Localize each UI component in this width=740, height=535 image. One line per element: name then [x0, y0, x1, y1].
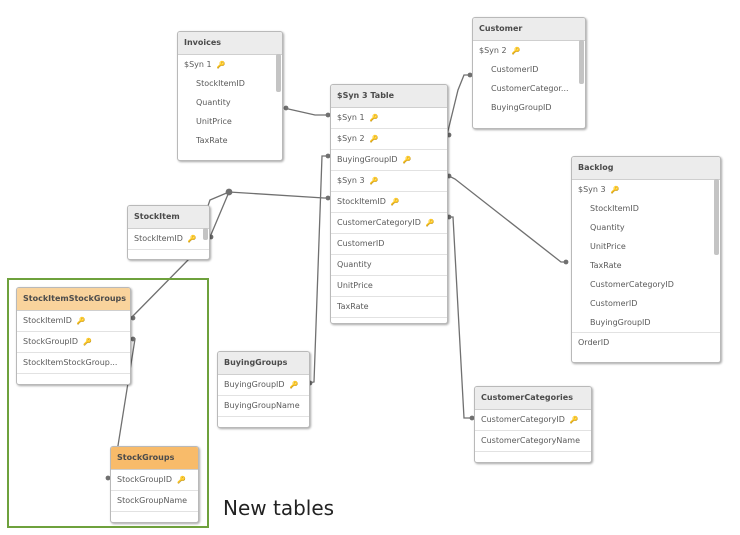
key-icon: 🔑	[390, 198, 400, 206]
field-row[interactable]: CustomerID	[331, 234, 447, 255]
field-row[interactable]: Quantity	[590, 223, 625, 232]
table-stockgroups[interactable]: StockGroups StockGroupID🔑 StockGroupName	[110, 446, 199, 523]
key-icon: 🔑	[76, 317, 86, 325]
scrollbar[interactable]	[203, 228, 208, 240]
new-tables-caption: New tables	[223, 496, 335, 520]
table-title: Invoices	[178, 32, 282, 55]
field-row[interactable]: TaxRate	[196, 136, 228, 145]
scrollbar[interactable]	[276, 54, 281, 92]
key-icon: 🔑	[569, 416, 579, 424]
key-icon: 🔑	[216, 61, 226, 69]
field-row[interactable]: OrderID	[578, 338, 610, 347]
field-row[interactable]: StockItemID🔑	[331, 192, 447, 213]
field-row[interactable]: StockItemID🔑	[128, 229, 209, 250]
field-row[interactable]: TaxRate	[590, 261, 622, 270]
table-title: StockItem	[128, 206, 209, 229]
table-title: StockItemStockGroups	[17, 288, 130, 311]
link-syn3-buyinggroups	[307, 155, 330, 384]
table-stockitem[interactable]: StockItem StockItemID🔑	[127, 205, 210, 260]
field-row[interactable]: $Syn 3🔑	[572, 180, 720, 199]
table-title: StockGroups	[111, 447, 198, 470]
field-row[interactable]: CustomerCategor...	[491, 84, 569, 93]
field-row[interactable]: $Syn 1🔑	[331, 108, 447, 129]
field-row[interactable]: BuyingGroupID🔑	[218, 375, 309, 396]
key-icon: 🔑	[369, 177, 379, 185]
link-invoices-syn3	[283, 107, 330, 116]
field-row[interactable]: StockItemStockGroup...	[17, 353, 130, 374]
field-row[interactable]: Quantity	[196, 98, 231, 107]
field-row[interactable]: StockItemID🔑	[17, 311, 130, 332]
key-icon: 🔑	[177, 476, 186, 484]
field-row[interactable]: $Syn 3🔑	[331, 171, 447, 192]
key-icon: 🔑	[369, 135, 379, 143]
table-syn3[interactable]: $Syn 3 Table $Syn 1🔑 $Syn 2🔑 BuyingGroup…	[330, 84, 448, 324]
key-icon: 🔑	[425, 219, 435, 227]
field-row[interactable]: CustomerID	[491, 65, 539, 74]
field-row[interactable]: BuyingGroupID	[572, 313, 720, 333]
field-row[interactable]: UnitPrice	[590, 242, 626, 251]
link-stockitem-hub	[209, 191, 230, 238]
table-stockitemstockgroups[interactable]: StockItemStockGroups StockItemID🔑 StockG…	[16, 287, 131, 385]
table-title: BuyingGroups	[218, 352, 309, 375]
field-row[interactable]: BuyingGroupName	[218, 396, 309, 417]
field-row[interactable]: BuyingGroupID	[491, 103, 552, 112]
field-row[interactable]: CustomerCategoryID	[590, 280, 674, 289]
key-icon: 🔑	[369, 114, 379, 122]
table-title: CustomerCategories	[475, 387, 591, 410]
field-row[interactable]: $Syn 2🔑	[331, 129, 447, 150]
link-syn3-customercategories	[447, 216, 474, 419]
table-customer[interactable]: Customer $Syn 2🔑 CustomerID CustomerCate…	[472, 17, 586, 129]
field-row[interactable]: $Syn 2🔑	[473, 41, 585, 60]
field-row[interactable]: CustomerCategoryID🔑	[475, 410, 591, 431]
key-icon: 🔑	[289, 381, 299, 389]
field-row[interactable]: CustomerCategoryID🔑	[331, 213, 447, 234]
table-backlog[interactable]: Backlog $Syn 3🔑 StockItemID Quantity Uni…	[571, 156, 721, 363]
table-title: Backlog	[572, 157, 720, 180]
field-row[interactable]: BuyingGroupID🔑	[331, 150, 447, 171]
field-row[interactable]: UnitPrice	[196, 117, 232, 126]
field-row[interactable]: StockItemID	[590, 204, 639, 213]
table-buyinggroups[interactable]: BuyingGroups BuyingGroupID🔑 BuyingGroupN…	[217, 351, 310, 428]
field-row[interactable]: CustomerID	[590, 299, 638, 308]
field-row[interactable]: StockGroupID🔑	[17, 332, 130, 353]
field-row[interactable]: StockGroupName	[111, 491, 198, 512]
link-syn3-backlog	[446, 174, 567, 263]
field-row[interactable]: $Syn 1🔑	[178, 55, 282, 74]
field-row[interactable]: TaxRate	[331, 297, 447, 318]
table-title: Customer	[473, 18, 585, 41]
field-row[interactable]: StockGroupID🔑	[111, 470, 198, 491]
table-invoices[interactable]: Invoices $Syn 1🔑 StockItemID Quantity Un…	[177, 31, 283, 161]
key-icon: 🔑	[83, 338, 92, 346]
key-icon: 🔑	[610, 186, 620, 194]
field-row[interactable]: CustomerCategoryName	[475, 431, 591, 452]
field-row[interactable]: Quantity	[331, 255, 447, 276]
link-hub-syn3	[228, 191, 330, 199]
field-row[interactable]: StockItemID	[196, 79, 245, 88]
table-title: $Syn 3 Table	[331, 85, 447, 108]
field-row[interactable]: UnitPrice	[331, 276, 447, 297]
key-icon: 🔑	[402, 156, 412, 164]
key-icon: 🔑	[511, 47, 521, 55]
key-icon: 🔑	[187, 235, 197, 243]
link-customer-syn3	[446, 74, 472, 136]
scrollbar[interactable]	[714, 179, 719, 255]
scrollbar[interactable]	[579, 40, 584, 84]
table-customercategories[interactable]: CustomerCategories CustomerCategoryID🔑 C…	[474, 386, 592, 463]
new-tables-highlight	[7, 278, 209, 528]
